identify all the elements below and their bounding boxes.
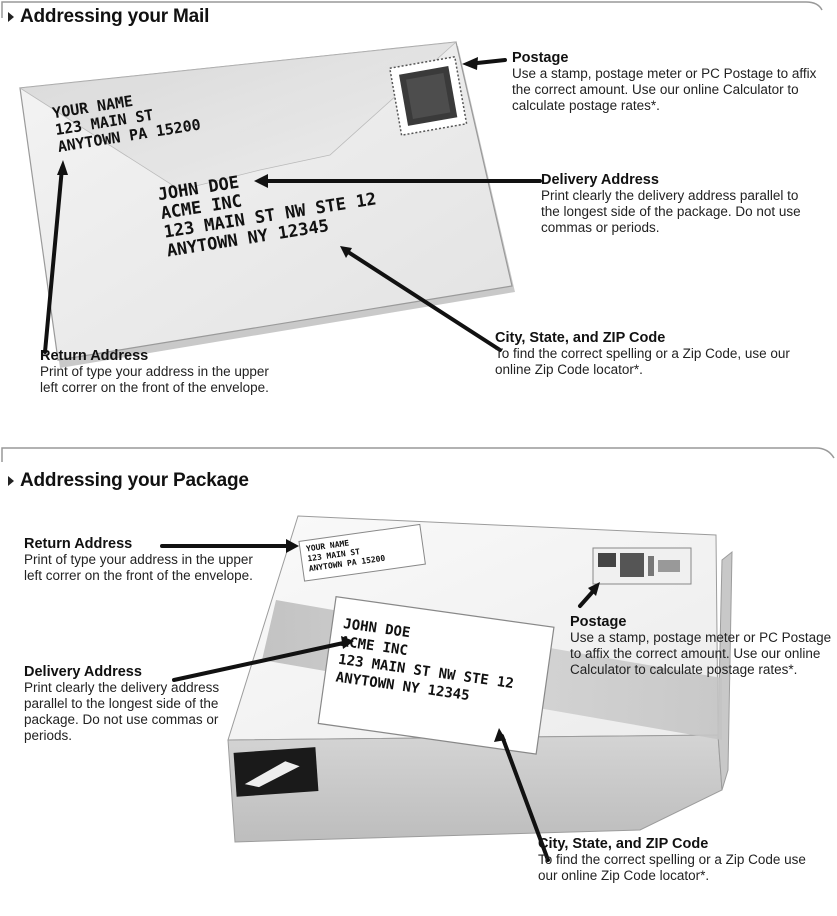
package-return-arrow-icon: [286, 539, 299, 553]
package-return-label: YOUR NAME 123 MAIN ST ANYTOWN PA 15200: [298, 523, 426, 582]
city-arrow-icon: [340, 246, 352, 258]
mail-return-callout: Return Address Print of type your addres…: [40, 348, 269, 395]
package-postage-callout: Postage Use a stamp, postage meter or PC…: [570, 614, 832, 677]
mail-city-callout: City, State, and ZIP Code To find the co…: [495, 330, 790, 377]
postage-arrow-icon: [462, 57, 478, 70]
mail-section-title: Addressing your Mail: [8, 6, 209, 28]
package-delivery-label: JOHN DOE ACME INC 123 MAIN ST NW STE 12 …: [317, 595, 555, 755]
return-arrow-icon: [57, 160, 68, 175]
section-bullet-icon: [8, 476, 14, 486]
package-section-title: Addressing your Package: [8, 470, 249, 492]
package-pointer-lines: [160, 544, 598, 862]
carrier-logo-icon: [233, 747, 319, 797]
package-postage-arrow-icon: [588, 582, 600, 596]
section-bullet-icon: [8, 12, 14, 22]
package-delivery-arrow-icon: [341, 636, 354, 649]
mail-delivery-callout: Delivery Address Print clearly the deliv…: [541, 172, 801, 235]
package-city-callout: City, State, and ZIP Code To find the co…: [538, 836, 806, 883]
delivery-arrow-icon: [254, 174, 268, 188]
package-return-callout: Return Address Print of type your addres…: [24, 536, 253, 583]
mail-postage-callout: Postage Use a stamp, postage meter or PC…: [512, 50, 817, 113]
package-city-arrow-icon: [494, 728, 506, 742]
stamp-icon: [388, 55, 468, 137]
package-delivery-callout: Delivery Address Print clearly the deliv…: [24, 664, 220, 743]
package-postage-label-icon: [592, 547, 692, 585]
envelope-illustration: YOUR NAME 123 MAIN ST ANYTOWN PA 15200 J…: [18, 41, 542, 368]
